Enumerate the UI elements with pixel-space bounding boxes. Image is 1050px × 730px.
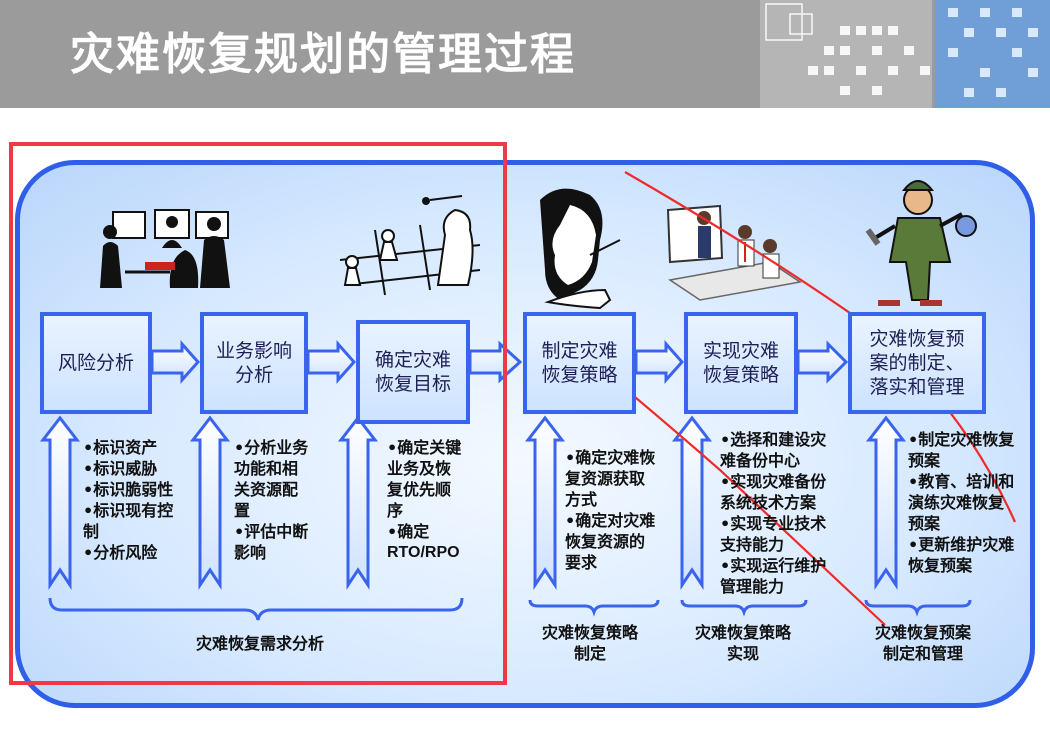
bullet-item: 制 [83, 522, 100, 541]
decorative-squares-icon [760, 0, 1050, 108]
meeting-silhouette-icon [100, 209, 230, 288]
bullet-list-implement-strategy: •选择和建设灾 难备份中心 •实现灾难备份 系统技术方案 •实现专业技术 支持能… [720, 429, 826, 597]
bullet-item: •确定对灾难 [565, 511, 656, 530]
chess-pieces-icon [339, 195, 481, 296]
step-business-impact-analysis: 业务影响 分析 [200, 312, 308, 414]
group-label-requirements-analysis: 灾难恢复需求分析 [195, 634, 324, 653]
bullet-item: 预案 [908, 514, 941, 533]
arrow-up-2 [189, 415, 231, 590]
bracket-1 [48, 597, 464, 621]
bullet-item: •标识威胁 [83, 459, 158, 478]
bullet-item: •制定灾难恢复 [908, 430, 1015, 449]
bullet-item: •确定关键 [387, 438, 462, 457]
page-title: 灾难恢复规划的管理过程 [70, 29, 576, 80]
arrow-up-3 [337, 415, 379, 590]
group-brackets [48, 597, 972, 621]
bullet-list-business-impact: •分析业务 功能和相 关资源配 置 •评估中断 影响 [234, 437, 308, 563]
bullet-item: •实现运行维护 [720, 556, 827, 575]
step-implement-strategy: 实现灾难 恢复策略 [684, 312, 798, 414]
arrow-up-1 [39, 415, 81, 590]
bullet-item: 恢复预案 [908, 556, 973, 575]
highlight-box [9, 142, 507, 685]
bullet-item: RTO/RPO [387, 544, 460, 561]
arrow-right-2 [306, 340, 357, 384]
thinking-man-icon [540, 188, 621, 310]
step-determine-recovery-objectives: 确定灾难 恢复目标 [356, 320, 470, 424]
flow-arrows [150, 340, 849, 384]
bullet-item: 恢复资源的 [565, 532, 646, 551]
arrow-up-6 [865, 415, 907, 590]
group-label-plan-management: 灾难恢复预案 制定和管理 [874, 623, 971, 663]
arrow-right-1 [150, 340, 201, 384]
bullet-item: 演练灾难恢复 [908, 493, 1005, 512]
bullet-item: •教育、培训和 [908, 472, 1015, 491]
bullet-item: 难备份中心 [720, 451, 801, 470]
group-label-strategy-implementation: 灾难恢复策略 实现 [694, 623, 791, 663]
bullet-item: 影响 [234, 543, 267, 562]
bullet-item: 方式 [565, 490, 598, 509]
step-label: 灾难恢复预 案的制定、 落实和管理 [869, 328, 965, 398]
bullet-item: •标识现有控 [83, 501, 174, 520]
bullet-item: 置 [234, 501, 251, 520]
arrow-up-4 [524, 415, 566, 590]
arrow-right-3 [468, 340, 523, 384]
bullet-item: 管理能力 [720, 577, 785, 596]
group-label-strategy-formulation: 灾难恢复策略 制定 [541, 623, 638, 663]
step-label: 制定灾难 恢复策略 [541, 340, 618, 386]
up-arrows [39, 415, 907, 590]
mechanic-icon [865, 180, 977, 306]
business-meeting-icon [666, 204, 802, 301]
bracket-3 [680, 599, 808, 617]
bullet-item: •更新维护灾难 [908, 535, 1015, 554]
bullet-list-recovery-plan: •制定灾难恢复 预案 •教育、培训和 演练灾难恢复 预案 •更新维护灾难 恢复预… [908, 429, 1014, 576]
bullet-item: 功能和相 [234, 459, 299, 478]
step-label: 业务影响 分析 [215, 340, 292, 386]
bullet-item: •实现专业技术 [720, 514, 827, 533]
bullet-item: •确定灾难恢 [565, 448, 656, 467]
step-label: 确定灾难 恢复目标 [374, 349, 451, 395]
bullet-list-recovery-objectives: •确定关键 业务及恢 复优先顺 序 •确定 RTO/RPO [387, 437, 461, 563]
arrow-right-5 [796, 340, 849, 384]
step-recovery-plan-management: 灾难恢复预 案的制定、 落实和管理 [848, 312, 986, 414]
bullet-item: •确定 [387, 522, 430, 541]
bullet-item: 业务及恢 [387, 459, 452, 478]
bullet-item: 系统技术方案 [720, 493, 817, 512]
arrow-up-5 [671, 415, 713, 590]
bullet-item: 预案 [908, 451, 941, 470]
bullet-item: •标识资产 [83, 438, 158, 457]
bullet-item: 要求 [565, 553, 598, 572]
bullet-list-risk-analysis: •标识资产 •标识威胁 •标识脆弱性 •标识现有控 制 •分析风险 [83, 437, 173, 563]
arrow-right-4 [634, 340, 685, 384]
step-formulate-strategy: 制定灾难 恢复策略 [523, 312, 636, 414]
bullet-list-formulate-strategy: •确定灾难恢 复资源获取 方式 •确定对灾难 恢复资源的 要求 [565, 447, 655, 573]
step-risk-analysis: 风险分析 [40, 312, 152, 414]
bullet-item: •分析风险 [83, 543, 158, 562]
bullet-item: 复优先顺 [387, 480, 452, 499]
step-label: 实现灾难 恢复策略 [702, 340, 779, 386]
bracket-4 [864, 599, 972, 617]
bullet-item: •实现灾难备份 [720, 472, 827, 491]
bullet-item: •分析业务 [234, 438, 309, 457]
bullet-item: •选择和建设灾 [720, 430, 827, 449]
bullet-item: 序 [387, 501, 404, 520]
bracket-2 [528, 599, 660, 617]
bullet-item: •标识脆弱性 [83, 480, 174, 499]
bullet-item: 关资源配 [234, 480, 299, 499]
bullet-item: 支持能力 [720, 535, 785, 554]
bullet-item: 复资源获取 [565, 469, 646, 488]
bullet-item: •评估中断 [234, 522, 309, 541]
step-label: 风险分析 [57, 352, 134, 374]
